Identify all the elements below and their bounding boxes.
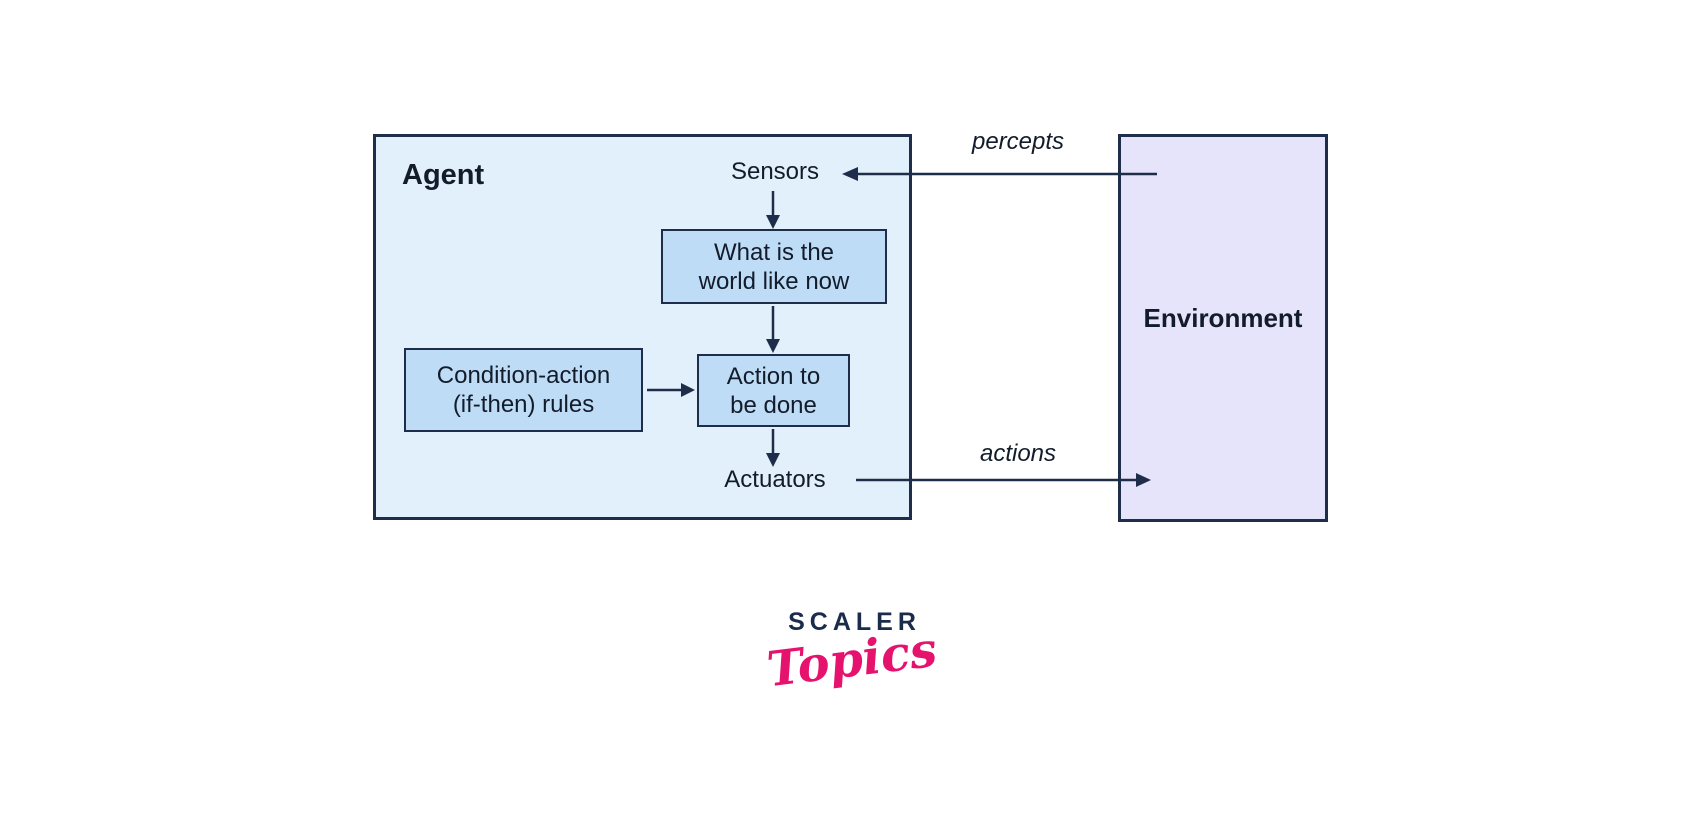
- scaler-logo-text: SCALER: [788, 608, 921, 636]
- percepts-label: percepts: [971, 128, 1065, 155]
- world-state-node: What is the world like now: [661, 229, 887, 304]
- world-state-line1: What is the: [713, 238, 835, 266]
- action-line2: be done: [730, 391, 817, 419]
- sensors-label: Sensors: [730, 158, 820, 185]
- world-state-line2: world like now: [698, 267, 850, 295]
- agent-label: Agent: [402, 159, 485, 191]
- environment-box: [1118, 134, 1328, 522]
- condition-rules-node: Condition-action (if-then) rules: [404, 348, 643, 432]
- action-line1: Action to: [726, 362, 821, 390]
- agent-box: [373, 134, 912, 520]
- action-node: Action to be done: [697, 354, 850, 427]
- actuators-label: Actuators: [724, 466, 826, 493]
- condition-rules-line2: (if-then) rules: [452, 391, 595, 418]
- environment-label: Environment: [1143, 303, 1303, 333]
- actions-label: actions: [979, 440, 1057, 467]
- condition-rules-line1: Condition-action: [436, 362, 611, 389]
